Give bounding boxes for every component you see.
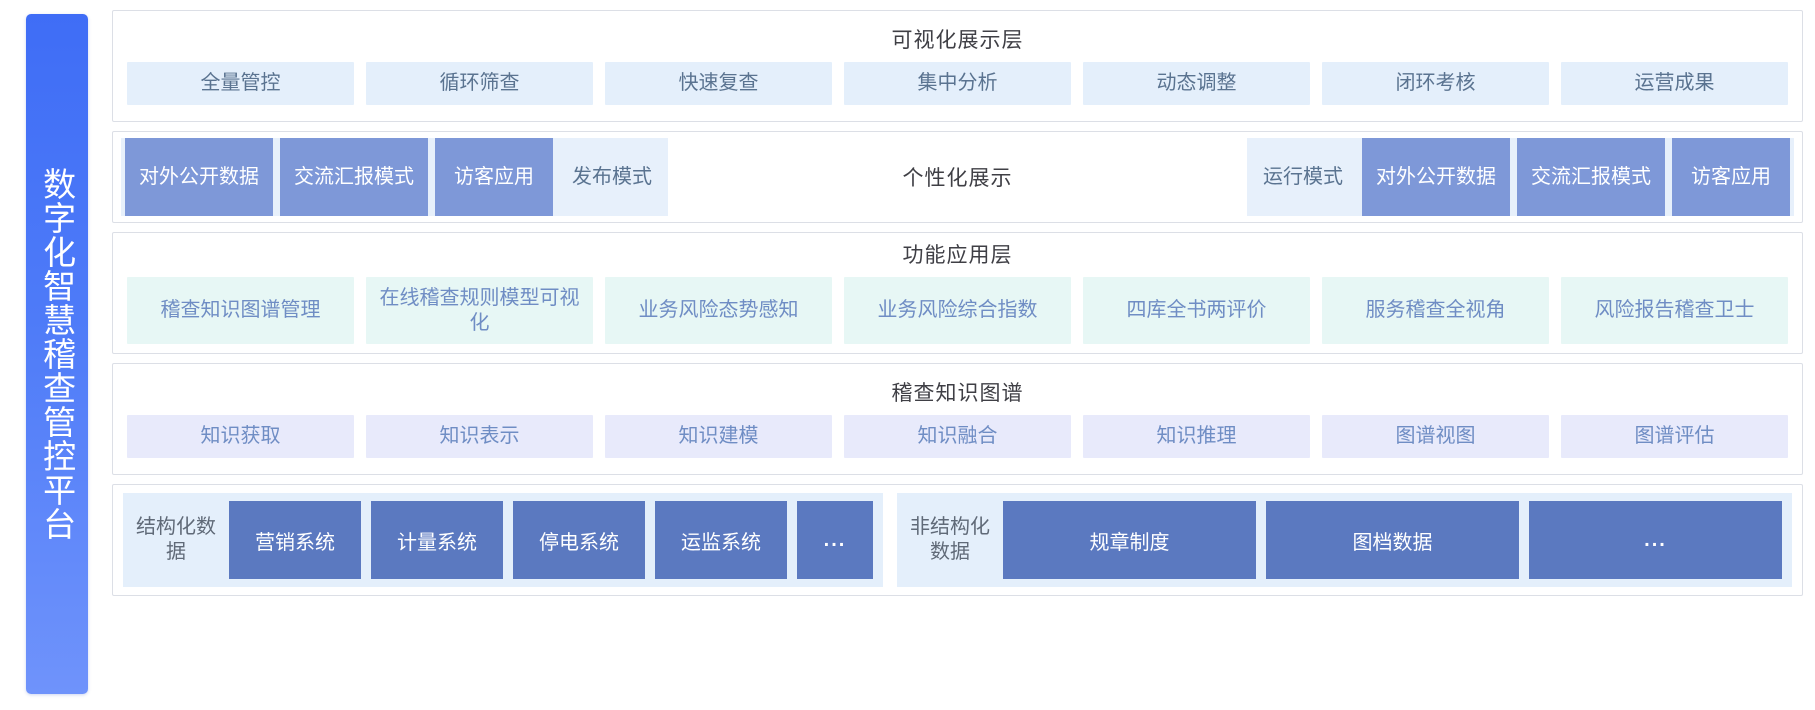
data-group-unstructured-label: 非结构化数据 [910,516,990,563]
chip-zhishi-tuili[interactable]: 知识推理 [1083,415,1310,458]
layer-display-modes: 对外公开数据 交流汇报模式 访客应用 发布模式 个性化展示 运行模式 对外公开数… [112,131,1803,223]
chip-quanliang-guankong[interactable]: 全量管控 [127,62,354,105]
mode-duiwai-gongkai-shuju-left[interactable]: 对外公开数据 [125,138,273,216]
mode-jiaoliu-huibao-moshi-right[interactable]: 交流汇报模式 [1517,138,1665,216]
chip-jicha-zhishi-tupu-guanli[interactable]: 稽查知识图谱管理 [127,277,354,344]
data-tile-more-unstructured[interactable]: ... [1529,501,1782,579]
modes-group-left: 对外公开数据 交流汇报模式 访客应用 发布模式 [121,138,668,216]
chip-fengxian-baogao-jicha-weishi[interactable]: 风险报告稽查卫士 [1561,277,1788,344]
layer-knowledge-graph: 稽查知识图谱 知识获取 知识表示 知识建模 知识融合 知识推理 图谱视图 图谱评… [112,363,1803,475]
chip-zaixian-jicha-guize-moxing[interactable]: 在线稽查规则模型可视化 [366,277,593,344]
layer-functional-application: 功能应用层 稽查知识图谱管理 在线稽查规则模型可视化 业务风险态势感知 业务风险… [112,232,1803,354]
chip-zhishi-biaoshi[interactable]: 知识表示 [366,415,593,458]
mode-fangke-yingyong-left[interactable]: 访客应用 [435,138,553,216]
chip-yunying-chengguo[interactable]: 运营成果 [1561,62,1788,105]
data-group-structured: 结构化数据 营销系统 计量系统 停电系统 运监系统 ... [123,493,883,587]
data-tile-yunjian-xitong[interactable]: 运监系统 [655,501,787,579]
layer-knowledge-graph-chips: 知识获取 知识表示 知识建模 知识融合 知识推理 图谱视图 图谱评估 [113,415,1802,469]
layer-visualization-title: 可视化展示层 [891,29,1024,53]
mode-jiaoliu-huibao-moshi-left[interactable]: 交流汇报模式 [280,138,428,216]
chip-bihuan-kaohe[interactable]: 闭环考核 [1322,62,1549,105]
chip-yewu-fengxian-taishi-ganzhi[interactable]: 业务风险态势感知 [605,277,832,344]
platform-title-bar: 数字化智慧稽查管控平台 [26,14,88,694]
layer-data-sources: 结构化数据 营销系统 计量系统 停电系统 运监系统 ... 非结构化数据 规章制… [112,484,1803,596]
data-tile-jiliang-xitong[interactable]: 计量系统 [371,501,503,579]
modes-group-right: 运行模式 对外公开数据 交流汇报模式 访客应用 [1247,138,1794,216]
chip-zhishi-jianmo[interactable]: 知识建模 [605,415,832,458]
chip-siku-quanshu-liangpingjia[interactable]: 四库全书两评价 [1083,277,1310,344]
mode-fabu-moshi[interactable]: 发布模式 [572,166,652,188]
layer-stack: 可视化展示层 全量管控 循环筛查 快速复查 集中分析 动态调整 闭环考核 运营成… [112,10,1803,700]
data-tile-tudang-shuju[interactable]: 图档数据 [1266,501,1519,579]
layer-functional-title: 功能应用层 [902,244,1013,268]
chip-zhishi-huoqu[interactable]: 知识获取 [127,415,354,458]
data-tile-more-structured[interactable]: ... [797,501,873,579]
chip-kuaisu-fucha[interactable]: 快速复查 [605,62,832,105]
chip-yewu-fengxian-zonghe-zhishu[interactable]: 业务风险综合指数 [844,277,1071,344]
layer-functional-chips: 稽查知识图谱管理 在线稽查规则模型可视化 业务风险态势感知 业务风险综合指数 四… [113,277,1802,356]
mode-yunxing-moshi[interactable]: 运行模式 [1263,166,1343,188]
chip-tupu-pinggu[interactable]: 图谱评估 [1561,415,1788,458]
modes-center-label: 个性化展示 [668,138,1247,216]
data-tile-tingdian-xitong[interactable]: 停电系统 [513,501,645,579]
data-group-unstructured: 非结构化数据 规章制度 图档数据 ... [897,493,1792,587]
chip-fuwu-jicha-quanshijiao[interactable]: 服务稽查全视角 [1322,277,1549,344]
layer-visualization-chips: 全量管控 循环筛查 快速复查 集中分析 动态调整 闭环考核 运营成果 [113,62,1802,116]
chip-dongtai-tiaozheng[interactable]: 动态调整 [1083,62,1310,105]
chip-jizhong-fenxi[interactable]: 集中分析 [844,62,1071,105]
layer-knowledge-graph-title: 稽查知识图谱 [891,382,1024,406]
mode-duiwai-gongkai-shuju-right[interactable]: 对外公开数据 [1362,138,1510,216]
data-group-structured-label: 结构化数据 [136,516,216,563]
mode-fangke-yingyong-right[interactable]: 访客应用 [1672,138,1790,216]
platform-title: 数字化智慧稽查管控平台 [38,167,76,541]
layer-visualization: 可视化展示层 全量管控 循环筛查 快速复查 集中分析 动态调整 闭环考核 运营成… [112,10,1803,122]
chip-zhishi-ronghe[interactable]: 知识融合 [844,415,1071,458]
chip-xunhuan-shaicha[interactable]: 循环筛查 [366,62,593,105]
data-tile-yingxiao-xitong[interactable]: 营销系统 [229,501,361,579]
data-tile-guizhang-zhidu[interactable]: 规章制度 [1003,501,1256,579]
chip-tupu-shitu[interactable]: 图谱视图 [1322,415,1549,458]
